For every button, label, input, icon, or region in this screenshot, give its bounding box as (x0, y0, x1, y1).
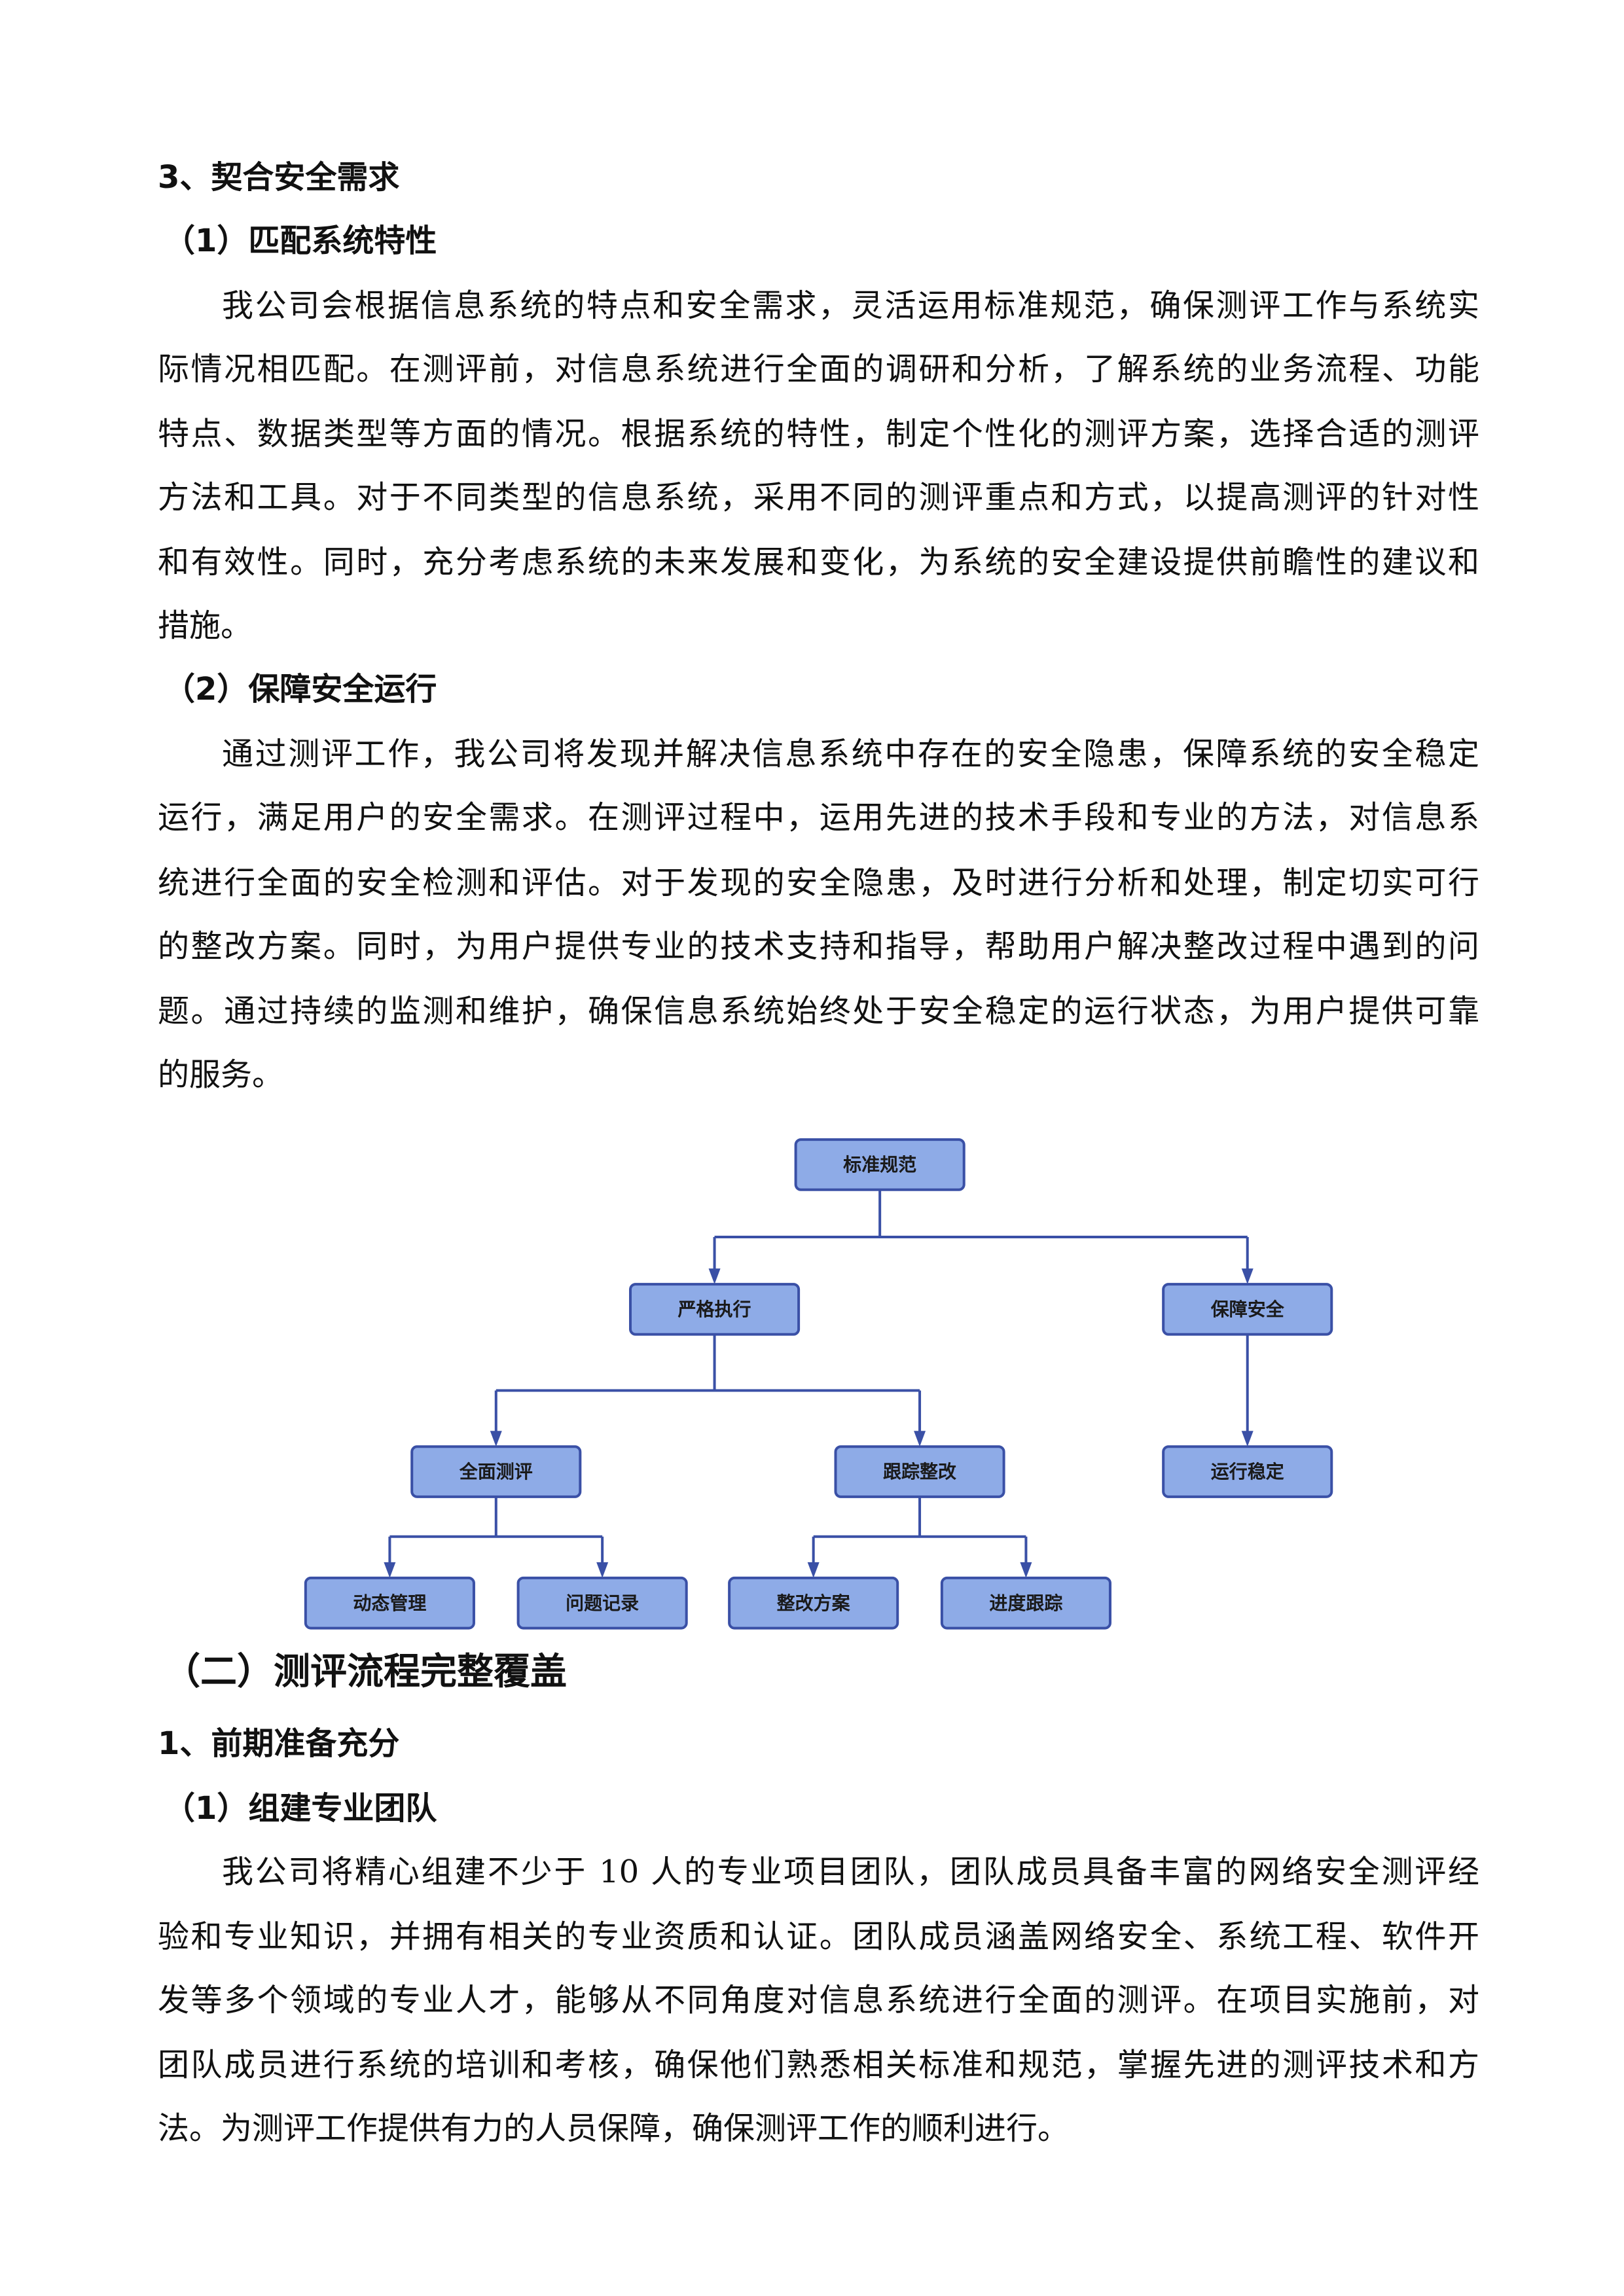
node-dynamic: 动态管理 (304, 1576, 475, 1630)
node-box (1162, 1445, 1333, 1498)
section-heading: 3、契合安全需求 (158, 158, 400, 196)
node-label: 严格执行 (678, 1299, 751, 1320)
node-box (516, 1576, 688, 1630)
arrow-head-icon (1241, 1268, 1254, 1285)
paragraph-line: 统进行全面的安全检测和评估。对于发现的安全隐患，及时进行分析和处理，制定切实可行 (158, 864, 1479, 901)
node-label: 运行稳定 (1211, 1461, 1284, 1482)
node-label: 标准规范 (843, 1154, 916, 1175)
subsection-heading: （1）匹配系统特性 (164, 222, 437, 259)
node-box (410, 1445, 582, 1498)
node-track-fix: 跟踪整改 (834, 1445, 1005, 1498)
paragraph-line: 我公司会根据信息系统的特点和安全需求，灵活运用标准规范，确保测评工作与系统实 (222, 287, 1479, 324)
arrow-head-icon (807, 1562, 820, 1578)
node-issues: 问题记录 (516, 1576, 688, 1630)
node-box (794, 1138, 965, 1191)
paragraph-line: 的服务。 (158, 1056, 284, 1093)
paragraph-line: 措施。 (158, 607, 253, 645)
paragraph-line: 我公司将精心组建不少于 10 人的专业项目团队，团队成员具备丰富的网络安全测评经 (222, 1853, 1479, 1890)
arrow-head-icon (1241, 1431, 1254, 1447)
node-box (940, 1576, 1111, 1630)
node-box (1162, 1283, 1333, 1336)
node-stable: 运行稳定 (1162, 1445, 1333, 1498)
arrow-head-icon (490, 1431, 502, 1447)
subsection-heading: （2）保障安全运行 (164, 671, 437, 708)
arrow-head-icon (384, 1562, 396, 1578)
arrow-head-icon (914, 1431, 926, 1447)
chapter-heading: （二）测评流程完整覆盖 (164, 1651, 567, 1694)
node-box (728, 1576, 899, 1630)
node-label: 全面测评 (459, 1461, 533, 1482)
arrow-head-icon (1020, 1562, 1032, 1578)
paragraph-line: 法。为测评工作提供有力的人员保障，确保测评工作的顺利进行。 (158, 2110, 1070, 2147)
paragraph-line: 的整改方案。同时，为用户提供专业的技术支持和指导，帮助用户解决整改过程中遇到的问 (158, 927, 1479, 965)
subsection-heading: （1）组建专业团队 (164, 1789, 437, 1827)
node-label: 问题记录 (566, 1592, 639, 1614)
node-plan: 整改方案 (728, 1576, 899, 1630)
node-label: 保障安全 (1211, 1299, 1285, 1320)
node-strict: 严格执行 (629, 1283, 801, 1336)
node-root: 标准规范 (794, 1138, 965, 1191)
paragraph-line: 团队成员进行系统的培训和考核，确保他们熟悉相关标准和规范，掌握先进的测评技术和方 (158, 2047, 1479, 2084)
paragraph-line: 通过测评工作，我公司将发现并解决信息系统中存在的安全隐患，保障系统的安全稳定 (222, 736, 1479, 773)
arrow-head-icon (708, 1268, 721, 1285)
paragraph-line: 际情况相匹配。在测评前，对信息系统进行全面的调研和分析，了解系统的业务流程、功能 (158, 350, 1479, 387)
node-label: 动态管理 (353, 1592, 426, 1614)
node-label: 整改方案 (777, 1592, 851, 1614)
paragraph-line: 和有效性。同时，充分考虑系统的未来发展和变化，为系统的安全建设提供前瞻性的建议和 (158, 544, 1479, 581)
arrow-head-icon (596, 1562, 609, 1578)
node-label: 跟踪整改 (883, 1461, 956, 1482)
paragraph-line: 特点、数据类型等方面的情况。根据系统的特性，制定个性化的测评方案，选择合适的测评 (158, 416, 1479, 453)
node-label: 进度跟踪 (989, 1592, 1062, 1614)
node-progress: 进度跟踪 (940, 1576, 1111, 1630)
node-box (834, 1445, 1005, 1498)
node-box (629, 1283, 801, 1336)
paragraph-line: 方法和工具。对于不同类型的信息系统，采用不同的测评重点和方式，以提高测评的针对性 (158, 479, 1479, 516)
paragraph-line: 发等多个领域的专业人才，能够从不同角度对信息系统进行全面的测评。在项目实施前，对 (158, 1981, 1479, 2018)
node-box (304, 1576, 475, 1630)
section-heading: 1、前期准备充分 (158, 1725, 400, 1762)
node-secure: 保障安全 (1162, 1283, 1333, 1336)
paragraph-line: 验和专业知识，并拥有相关的专业资质和认证。团队成员涵盖网络安全、系统工程、软件开 (158, 1918, 1479, 1955)
paragraph-line: 题。通过持续的监测和维护，确保信息系统始终处于安全稳定的运行状态，为用户提供可靠 (158, 992, 1479, 1030)
paragraph-line: 运行，满足用户的安全需求。在测评过程中，运用先进的技术手段和专业的方法，对信息系 (158, 799, 1479, 836)
node-full-eval: 全面测评 (410, 1445, 582, 1498)
